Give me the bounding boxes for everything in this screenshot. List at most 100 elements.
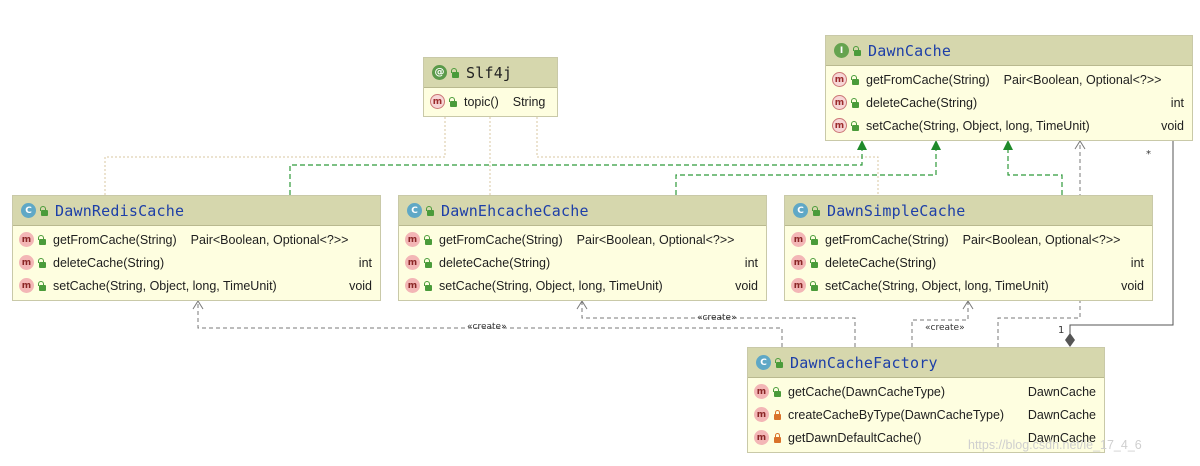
- create-edge-ehcache: [581, 301, 856, 347]
- implements-arrowhead-redis: [857, 140, 867, 150]
- method-row-deletecache[interactable]: m deleteCache(String) int: [785, 251, 1152, 274]
- private-visibility-lock-icon: [773, 409, 782, 420]
- method-icon: m: [791, 232, 806, 247]
- method-icon: m: [754, 407, 769, 422]
- return-type: void: [1121, 278, 1144, 293]
- implements-edge-simple: [1007, 148, 1063, 195]
- method-row-setcache[interactable]: m setCache(String, Object, long, TimeUni…: [785, 274, 1152, 297]
- public-visibility-icon: [851, 120, 860, 131]
- method-row-getfromcache[interactable]: m getFromCache(String) Pair<Boolean, Opt…: [826, 68, 1192, 91]
- abstract-method-icon: m: [832, 72, 847, 87]
- method-signature: setCache(String, Object, long, TimeUnit): [439, 278, 663, 293]
- method-row-setcache[interactable]: m setCache(String, Object, long, TimeUni…: [13, 274, 380, 297]
- public-visibility-icon: [38, 257, 47, 268]
- return-type: Pair<Boolean, Optional<?>>: [576, 232, 735, 247]
- public-visibility-icon: [424, 257, 433, 268]
- public-visibility-icon: [812, 205, 821, 216]
- implements-arrowhead-ehcache: [931, 140, 941, 150]
- watermark-text: https://blog.csdn.net/le_17_4_6: [968, 438, 1142, 452]
- class-header: C DawnRedisCache: [13, 196, 380, 226]
- composition-diamond: [1065, 333, 1075, 347]
- method-icon: m: [791, 255, 806, 270]
- return-type: int: [1170, 95, 1184, 110]
- method-icon: m: [405, 255, 420, 270]
- method-icon: m: [754, 430, 769, 445]
- method-row-getdawndefaultcache[interactable]: m getDawnDefaultCache() DawnCache: [748, 426, 1104, 449]
- method-row-deletecache[interactable]: m deleteCache(String) int: [826, 91, 1192, 114]
- return-type: Pair<Boolean, Optional<?>>: [1003, 72, 1162, 87]
- method-row-getfromcache[interactable]: m getFromCache(String) Pair<Boolean, Opt…: [399, 228, 766, 251]
- implements-edge-ehcache: [675, 148, 937, 195]
- interface-icon: I: [834, 43, 849, 58]
- method-icon: m: [19, 255, 34, 270]
- public-visibility-icon: [810, 257, 819, 268]
- public-visibility-icon: [424, 280, 433, 291]
- return-type: DawnCache: [1027, 407, 1096, 422]
- method-row-createcachebytype[interactable]: m createCacheByType(DawnCacheType) DawnC…: [748, 403, 1104, 426]
- method-signature: getFromCache(String): [53, 232, 177, 247]
- method-icon: m: [19, 278, 34, 293]
- public-visibility-icon: [449, 96, 458, 107]
- create-edge-redis: [197, 301, 783, 347]
- method-signature: getDawnDefaultCache(): [788, 430, 922, 445]
- method-icon: m: [791, 278, 806, 293]
- method-signature: deleteCache(String): [825, 255, 937, 270]
- return-type: int: [358, 255, 372, 270]
- method-row-topic[interactable]: m topic() String: [424, 90, 557, 113]
- method-signature: getFromCache(String): [825, 232, 949, 247]
- class-dawnrediscache[interactable]: C DawnRedisCache m getFromCache(String) …: [12, 195, 381, 301]
- method-row-deletecache[interactable]: m deleteCache(String) int: [13, 251, 380, 274]
- method-row-setcache[interactable]: m setCache(String, Object, long, TimeUni…: [399, 274, 766, 297]
- method-row-deletecache[interactable]: m deleteCache(String) int: [399, 251, 766, 274]
- method-row-setcache[interactable]: m setCache(String, Object, long, TimeUni…: [826, 114, 1192, 137]
- public-visibility-icon: [38, 280, 47, 291]
- public-visibility-icon: [424, 234, 433, 245]
- class-name: DawnCache: [868, 41, 952, 60]
- public-visibility-icon: [38, 234, 47, 245]
- method-row-getfromcache[interactable]: m getFromCache(String) Pair<Boolean, Opt…: [13, 228, 380, 251]
- return-type: String: [512, 94, 546, 109]
- public-visibility-icon: [851, 74, 860, 85]
- return-type: Pair<Boolean, Optional<?>>: [190, 232, 349, 247]
- class-header: C DawnEhcacheCache: [399, 196, 766, 226]
- method-signature: setCache(String, Object, long, TimeUnit): [825, 278, 1049, 293]
- class-dawnsimplecache[interactable]: C DawnSimpleCache m getFromCache(String)…: [784, 195, 1153, 301]
- multiplicity-label-many: *: [1146, 149, 1151, 160]
- class-dawncachefactory[interactable]: C DawnCacheFactory m getCache(DawnCacheT…: [747, 347, 1105, 453]
- private-visibility-lock-icon: [773, 432, 782, 443]
- method-icon: m: [405, 232, 420, 247]
- public-visibility-icon: [853, 45, 862, 56]
- method-signature: getFromCache(String): [866, 72, 990, 87]
- class-name: DawnCacheFactory: [790, 353, 938, 372]
- return-type: void: [1161, 118, 1184, 133]
- create-label-simple: «create»: [925, 323, 965, 333]
- method-signature: deleteCache(String): [53, 255, 165, 270]
- method-icon: m: [19, 232, 34, 247]
- method-row-getfromcache[interactable]: m getFromCache(String) Pair<Boolean, Opt…: [785, 228, 1152, 251]
- return-type: DawnCache: [1027, 384, 1096, 399]
- create-label-redis: «create»: [467, 322, 507, 332]
- implements-edge-redis: [289, 148, 863, 195]
- multiplicity-label-one: 1: [1058, 325, 1065, 336]
- public-visibility-icon: [810, 234, 819, 245]
- method-icon: m: [430, 94, 445, 109]
- class-slf4j[interactable]: @ Slf4j m topic() String: [423, 57, 558, 117]
- annotation-type-icon: @: [432, 65, 447, 80]
- interface-dawncache[interactable]: I DawnCache m getFromCache(String) Pair<…: [825, 35, 1193, 141]
- method-signature: setCache(String, Object, long, TimeUnit): [53, 278, 277, 293]
- create-arrowhead-ehcache: [576, 300, 588, 310]
- class-header: @ Slf4j: [424, 58, 557, 88]
- public-visibility-icon: [810, 280, 819, 291]
- class-name: DawnEhcacheCache: [441, 201, 589, 220]
- method-signature: getCache(DawnCacheType): [788, 384, 946, 399]
- method-row-getcache[interactable]: m getCache(DawnCacheType) DawnCache: [748, 380, 1104, 403]
- public-visibility-icon: [773, 386, 782, 397]
- method-signature: deleteCache(String): [866, 95, 978, 110]
- dependency-arrowhead-dawncache: [1074, 140, 1086, 150]
- abstract-method-icon: m: [832, 95, 847, 110]
- class-dawnehcachecache[interactable]: C DawnEhcacheCache m getFromCache(String…: [398, 195, 767, 301]
- class-name: DawnSimpleCache: [827, 201, 966, 220]
- method-signature: setCache(String, Object, long, TimeUnit): [866, 118, 1090, 133]
- implements-arrowhead-simple: [1003, 140, 1013, 150]
- class-header: C DawnSimpleCache: [785, 196, 1152, 226]
